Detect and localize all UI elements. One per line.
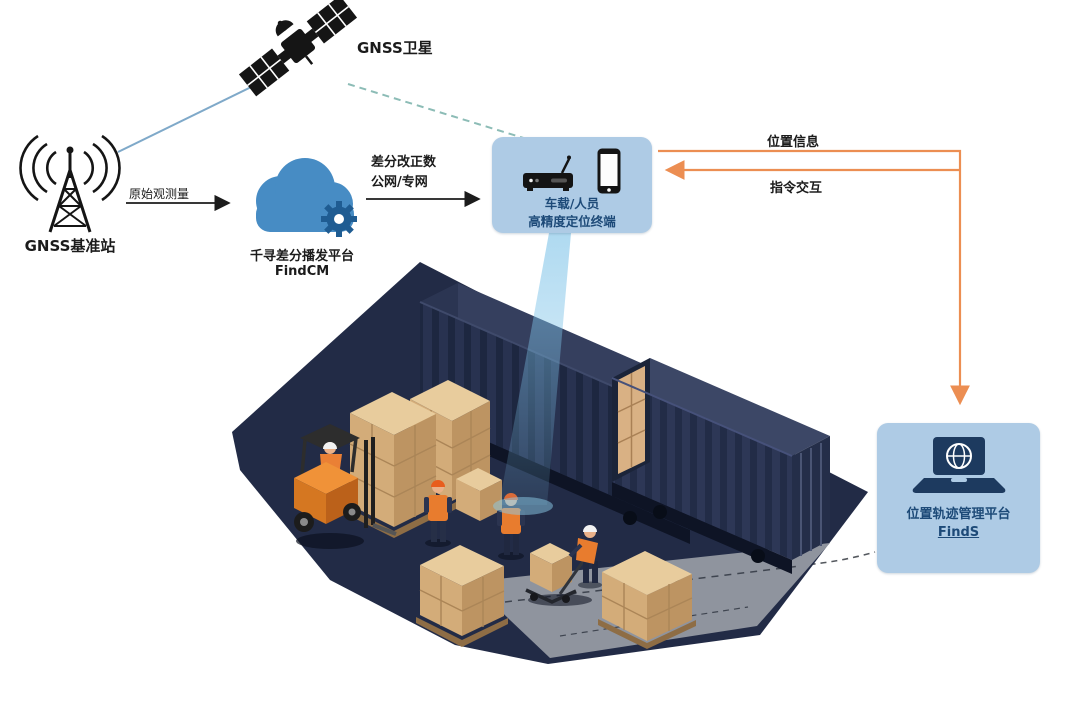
cloud-platform-label: 千寻差分播发平台 <box>249 249 354 264</box>
container-front-icon <box>611 358 830 574</box>
terminal-label-line2: 高精度定位终端 <box>528 213 616 229</box>
carton-box-icon <box>456 468 502 521</box>
correction-label-line1: 差分改正数 <box>371 155 437 170</box>
positioning-beam <box>499 233 571 505</box>
terminal-panel-icons <box>522 145 622 195</box>
terminal-label-line1: 车载/人员 <box>544 196 600 211</box>
satellite-icon <box>238 0 358 97</box>
correction-label-line2: 公网/专网 <box>371 175 428 190</box>
pallet-stack-icon <box>346 392 440 538</box>
management-panel: 位置轨迹管理平台 FindS <box>877 423 1040 573</box>
cloud-product-label: FindCM <box>274 264 330 279</box>
gear-icon <box>321 201 357 237</box>
pallet-jack-worker-icon <box>525 525 602 606</box>
location-info-arrow <box>658 149 970 406</box>
management-platform-label: 位置轨迹管理平台 <box>906 507 1011 522</box>
phone-icon <box>597 148 621 194</box>
forklift-icon <box>294 424 397 549</box>
command-interaction-label: 指令交互 <box>770 181 823 196</box>
terminal-panel: 车载/人员 高精度定位终端 <box>492 137 652 233</box>
pallet-stack-icon <box>598 551 696 649</box>
location-info-label: 位置信息 <box>767 135 820 150</box>
warehouse-scene <box>232 233 868 664</box>
base-station-label: GNSS基准站 <box>24 237 116 255</box>
satellite-to-terminal-line <box>347 83 531 141</box>
cloud-platform-icon <box>256 158 357 237</box>
raw-observation-label: 原始观测量 <box>129 187 190 201</box>
laptop-globe-icon <box>912 437 1005 493</box>
worker-icon <box>424 480 452 547</box>
base-station-icon <box>19 134 121 233</box>
management-product-label: FindS <box>937 525 980 541</box>
satellite-label: GNSS卫星 <box>357 39 433 57</box>
pallet-stack-icon <box>416 545 508 647</box>
vehicle-terminal-icon <box>523 155 573 191</box>
